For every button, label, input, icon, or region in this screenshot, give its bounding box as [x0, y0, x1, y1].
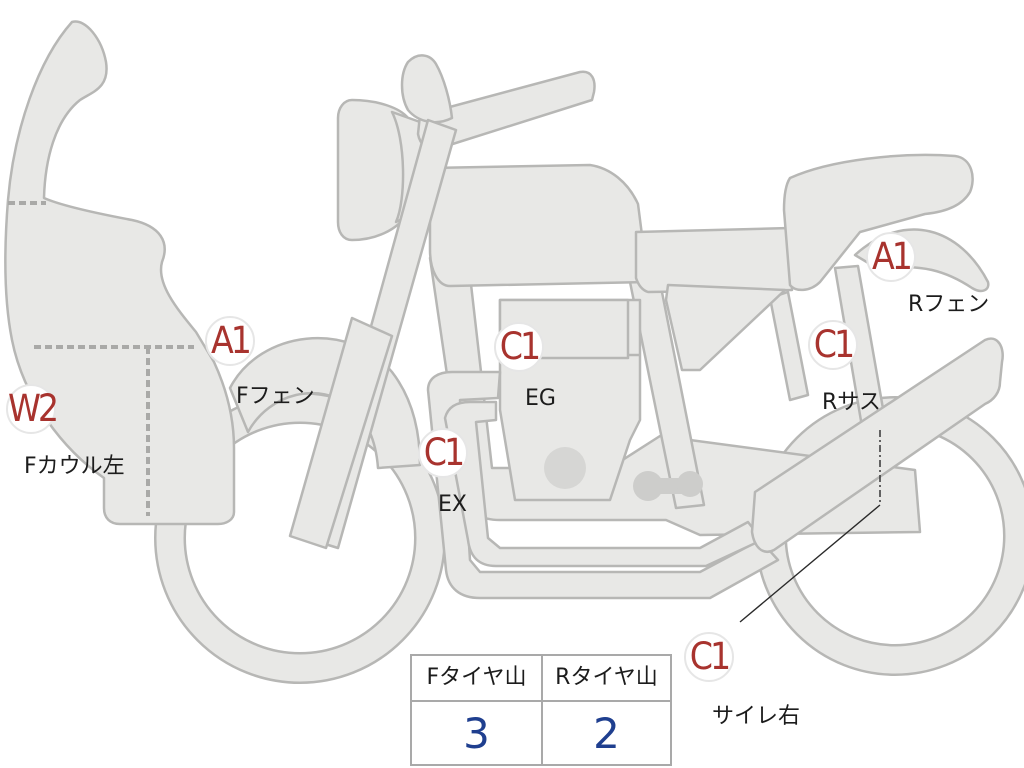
a1-rear-fender-label: Rフェン — [908, 292, 990, 317]
a1-front-fender-badge: A1 — [205, 316, 255, 366]
rear-suspension — [768, 290, 810, 402]
side-cover — [664, 283, 787, 372]
w2-marker-label: Fカウル左 — [24, 454, 125, 479]
handlebar — [416, 70, 596, 151]
fuel-tank — [428, 163, 650, 288]
rear-tire-value: 2 — [593, 709, 620, 758]
a1-rear-fender-badge: A1 — [866, 232, 916, 282]
cowl-damage-lines — [8, 201, 194, 516]
c1-exhaust-label: EX — [438, 492, 467, 517]
a1-front-fender-label: Fフェン — [236, 384, 315, 409]
exhaust-pipe-inner — [443, 400, 764, 568]
front-tire-value: 3 — [463, 709, 490, 758]
c1-engine-label: EG — [525, 386, 556, 411]
c1-rear-suspension-badge: C1 — [808, 320, 858, 370]
c1-engine-badge: C1 — [494, 322, 544, 372]
fork-boot — [288, 316, 394, 550]
c1-exhaust-badge: C1 — [418, 428, 468, 478]
footpeg — [633, 471, 703, 501]
seat-rear — [782, 153, 974, 292]
engine-cover — [544, 447, 586, 489]
rear-tire-header: Rタイヤ山 — [555, 665, 658, 690]
front-tire-header: Fタイヤ山 — [426, 665, 527, 690]
tire-tread-table: Fタイヤ山 Rタイヤ山 3 2 — [410, 654, 672, 766]
w2-marker-badge: W2 — [6, 384, 59, 434]
front-wheel — [154, 392, 446, 684]
silencer-leader-line — [739, 430, 881, 623]
mirror — [400, 54, 454, 124]
c1-rear-suspension-label: Rサス — [822, 390, 881, 415]
silencer — [750, 337, 1004, 553]
front-cowl — [4, 20, 236, 526]
table-column-divider — [541, 656, 543, 764]
c1-silencer-label: サイレ右 — [712, 704, 801, 729]
c1-silencer-badge: C1 — [684, 632, 734, 682]
exhaust-pipe-outer — [426, 370, 780, 600]
seat-front — [634, 226, 794, 294]
